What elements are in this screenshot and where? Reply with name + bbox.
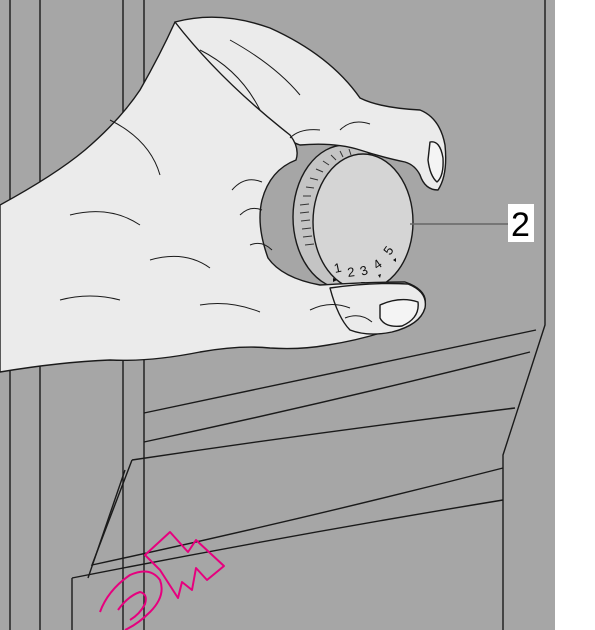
right-margin [555,0,595,630]
callout-label: 2 [511,206,530,244]
